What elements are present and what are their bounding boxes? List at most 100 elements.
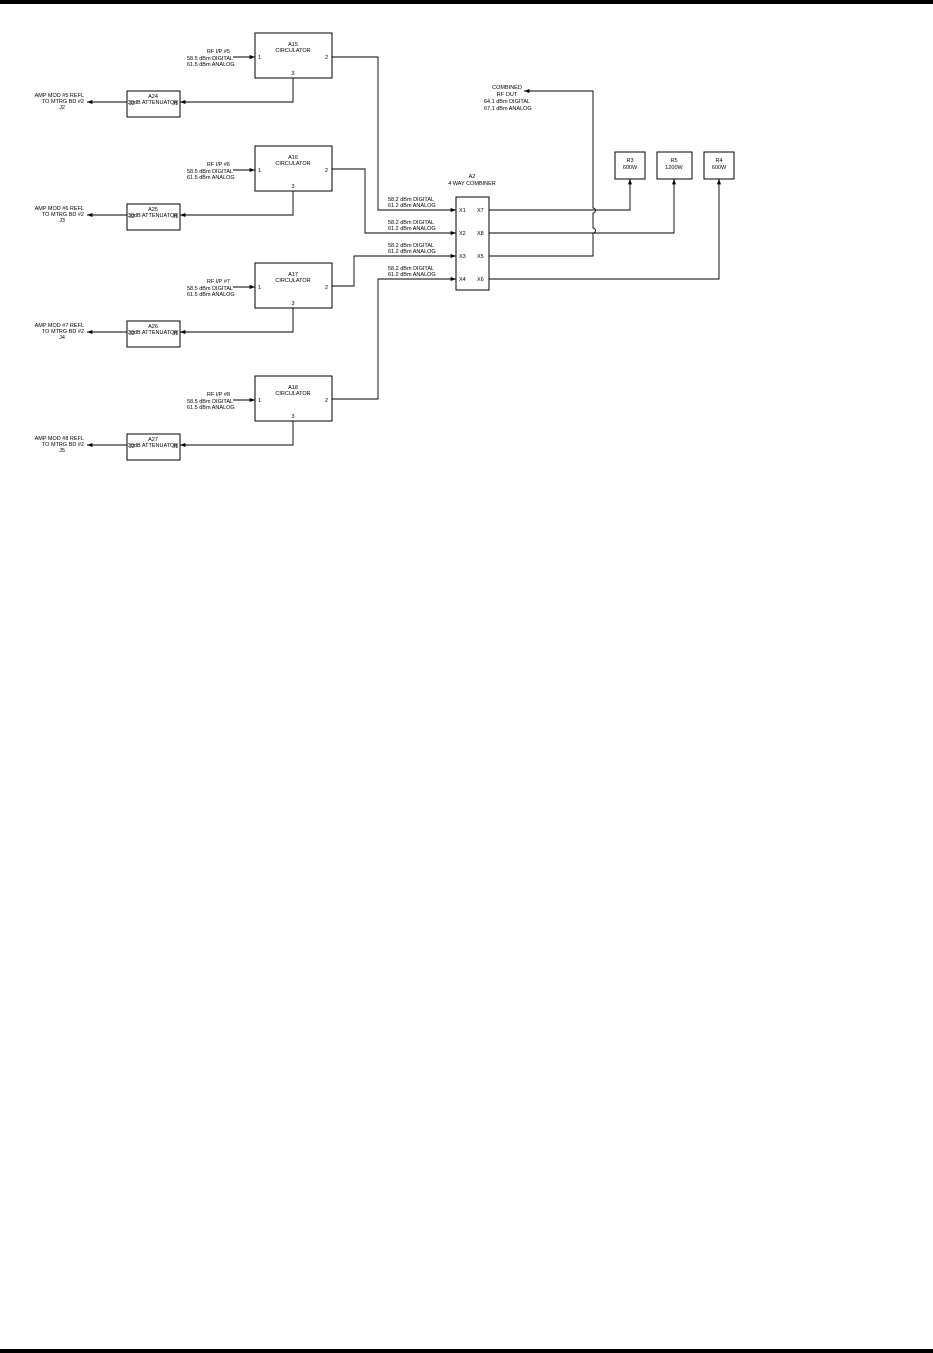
circulator-name-8: A18	[288, 385, 298, 391]
circulator-box-6	[254, 145, 333, 192]
attenuator-type-7: 30dB ATTENUATOR	[128, 330, 178, 336]
circulator-port3-8: 3	[291, 414, 294, 420]
attenuator-j1-5: J1	[172, 101, 178, 107]
circulator-port3-7: 3	[291, 301, 294, 307]
combiner-port-x6: X6	[477, 277, 484, 283]
circulator-type-6: CIRCULATOR	[275, 161, 310, 167]
combiner-in2-digital: 58.2 dBm DIGITAL	[388, 220, 434, 226]
wire-x7-to-r3	[489, 179, 633, 211]
rf-input-digital-5: 58.5 dBm DIGITAL	[187, 56, 233, 62]
bottom-rule	[0, 1349, 933, 1353]
refl-label-6-3: J3	[59, 218, 65, 224]
circulator-type-7: CIRCULATOR	[275, 278, 310, 284]
combiner-port-x2: X2	[459, 231, 466, 237]
combiner-port-x1: X1	[459, 208, 466, 214]
refl-label-7-1: AMP MOD #7 REFL	[35, 323, 84, 329]
attenuator-name-5: A24	[148, 94, 158, 100]
load-r5-name: R5	[670, 158, 677, 164]
refl-label-8-3: J5	[59, 448, 65, 454]
combiner-type: 4 WAY COMBINER	[448, 181, 496, 187]
circulator-port2-5: 2	[325, 55, 328, 61]
circulator-port1-8: 1	[258, 398, 261, 404]
attenuator-type-5: 30dB ATTENUATOR	[128, 100, 178, 106]
attenuator-name-7: A26	[148, 324, 158, 330]
load-r3-name: R3	[626, 158, 633, 164]
rf-input-label-7: RF I/P #7	[207, 279, 230, 285]
attenuator-j2-6: J2	[129, 214, 135, 220]
attenuator-name-8: A27	[148, 437, 158, 443]
rf-input-label-5: RF I/P #5	[207, 49, 230, 55]
wire-x5-to-rf-out	[489, 88, 596, 257]
wire-port3-to-attenuator-5	[180, 78, 294, 105]
attenuator-box-5	[126, 90, 181, 118]
combiner-in4-digital: 58.2 dBm DIGITAL	[388, 266, 434, 272]
load-r5-box	[656, 151, 693, 180]
combiner-in3-digital: 58.2 dBm DIGITAL	[388, 243, 434, 249]
wire-a17-to-x3	[332, 253, 456, 287]
combiner-port-x5: X5	[477, 254, 484, 260]
rf-input-analog-7: 61.5 dBm ANALOG	[187, 292, 235, 298]
rf-input-analog-8: 61.5 dBm ANALOG	[187, 405, 235, 411]
rf-input-analog-6: 61.5 dBm ANALOG	[187, 175, 235, 181]
attenuator-j1-6: J1	[172, 214, 178, 220]
refl-label-5-3: J2	[59, 105, 65, 111]
circulator-box-5	[254, 32, 333, 79]
wire-a15-to-x1	[332, 56, 456, 213]
rf-input-digital-8: 58.5 dBm DIGITAL	[187, 399, 233, 405]
circulator-name-7: A17	[288, 272, 298, 278]
circulator-port1-6: 1	[258, 168, 261, 174]
wire-x8-to-r5	[489, 179, 677, 234]
circulator-type-8: CIRCULATOR	[275, 391, 310, 397]
circulator-port3-6: 3	[291, 184, 294, 190]
combined-label-2: RF OUT	[497, 92, 518, 98]
combiner-a2: A2 4 WAY COMBINER X1 X2 X3 X4 X7 X8 X5 X…	[388, 174, 496, 291]
rf-input-digital-7: 58.5 dBm DIGITAL	[187, 286, 233, 292]
attenuator-j2-7: J2	[129, 331, 135, 337]
attenuator-j2-5: J2	[129, 101, 135, 107]
circulator-port2-8: 2	[325, 398, 328, 404]
combined-label-3: 64.1 dBm DIGITAL	[484, 99, 530, 105]
load-r5: R5 1200W	[656, 151, 693, 180]
attenuator-j1-7: J1	[172, 331, 178, 337]
refl-label-6-2: TO MTRG BD #2	[42, 212, 84, 218]
load-r4-name: R4	[715, 158, 722, 164]
circulator-port1-7: 1	[258, 285, 261, 291]
refl-label-7-2: TO MTRG BD #2	[42, 329, 84, 335]
wire-x6-to-r4	[489, 179, 722, 280]
circulator-type-5: CIRCULATOR	[275, 48, 310, 54]
attenuator-name-6: A25	[148, 207, 158, 213]
wire-port3-to-attenuator-8	[180, 421, 294, 448]
load-r4-box	[703, 151, 735, 180]
combiner-port-x3: X3	[459, 254, 466, 260]
combiner-port-x7: X7	[477, 208, 484, 214]
rf-input-label-8: RF I/P #8	[207, 392, 230, 398]
attenuator-type-6: 30dB ATTENUATOR	[128, 213, 178, 219]
combiner-in4-analog: 61.2 dBm ANALOG	[388, 272, 436, 278]
wire-a18-to-x4	[332, 276, 456, 400]
rf-input-digital-6: 58.5 dBm DIGITAL	[187, 169, 233, 175]
circulator-box-8	[254, 375, 333, 422]
wire-a16-to-x2	[332, 168, 456, 236]
wire-port3-to-attenuator-7	[180, 308, 294, 335]
combiner-in1-analog: 61.2 dBm ANALOG	[388, 203, 436, 209]
circulator-port3-5: 3	[291, 71, 294, 77]
combiner-port-x8: X8	[477, 231, 484, 237]
attenuator-type-8: 30dB ATTENUATOR	[128, 443, 178, 449]
wire-port3-to-attenuator-6	[180, 191, 294, 218]
attenuator-box-7	[126, 320, 181, 348]
combined-rf-out: COMBINED RF OUT 64.1 dBm DIGITAL 67.1 dB…	[484, 85, 596, 257]
top-rule	[0, 0, 933, 4]
circulator-port2-7: 2	[325, 285, 328, 291]
refl-label-5-1: AMP MOD #5 REFL	[35, 93, 84, 99]
refl-label-8-1: AMP MOD #8 REFL	[35, 436, 84, 442]
combiner-box	[455, 196, 490, 291]
load-r3: R3 600W	[614, 151, 646, 180]
attenuator-j2-8: J2	[129, 444, 135, 450]
combined-label-4: 67.1 dBm ANALOG	[484, 106, 532, 112]
load-r4: R4 600W	[703, 151, 735, 180]
combiner-name: A2	[469, 174, 476, 180]
